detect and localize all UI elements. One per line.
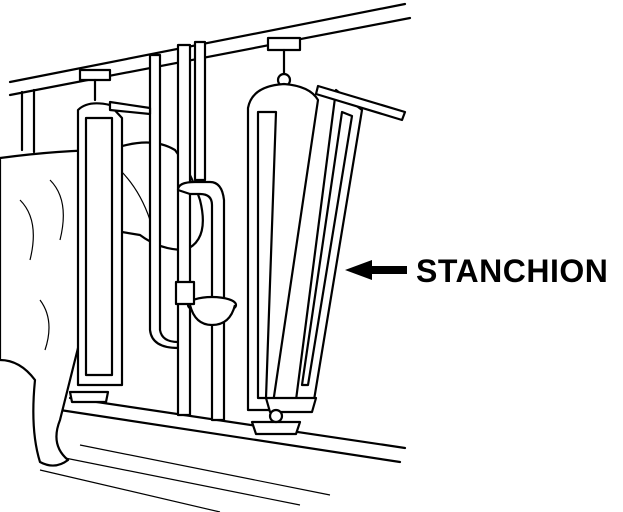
top-rail — [8, 2, 412, 154]
stanchion-label: STANCHION — [416, 253, 609, 289]
pipe-posts — [148, 40, 226, 422]
right-stanchion — [246, 36, 407, 436]
left-stanchion — [68, 68, 152, 404]
arrow-icon — [345, 260, 407, 280]
water-bowl — [174, 280, 238, 327]
floor-curb — [39, 396, 407, 512]
